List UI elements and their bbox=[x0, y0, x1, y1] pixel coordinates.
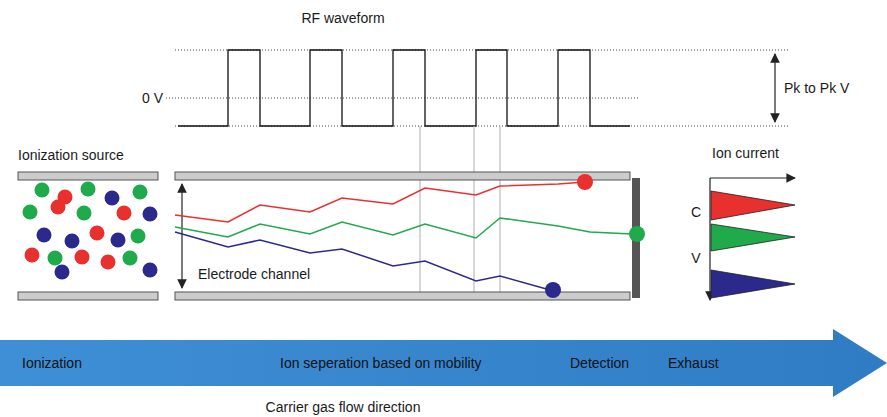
part-name: Ionization source bbox=[18, 147, 124, 163]
green-ion bbox=[629, 226, 645, 242]
pk-pk-arrow bbox=[774, 54, 775, 122]
cv-axis bbox=[709, 178, 710, 300]
timing-lines bbox=[420, 126, 500, 292]
axis-label: C bbox=[691, 204, 701, 220]
diagram-title: RF waveform bbox=[301, 10, 384, 26]
stage-label: Ionization bbox=[22, 355, 82, 371]
red-ion-path bbox=[175, 182, 585, 222]
current-axis bbox=[710, 177, 795, 178]
stage-label: Detection bbox=[570, 355, 629, 371]
ion-cloud bbox=[23, 182, 158, 280]
axis-label: Ion current bbox=[712, 145, 779, 161]
flow-arrow: Ionization Ion seperation based on mobili… bbox=[0, 328, 887, 398]
blue-ion-path bbox=[175, 232, 550, 290]
axis-label: 0 V bbox=[140, 90, 165, 106]
red-peak bbox=[711, 191, 795, 220]
channel-arrow bbox=[181, 184, 182, 288]
part-name: Electrode channel bbox=[196, 266, 312, 282]
stage-label: Exhaust bbox=[668, 355, 719, 371]
dimension-label: Pk to Pk V bbox=[784, 80, 849, 96]
rf-waveform bbox=[178, 50, 630, 126]
green-peak bbox=[711, 224, 795, 251]
caption-label: Carrier gas flow direction bbox=[266, 399, 421, 415]
green-ion-path bbox=[175, 218, 632, 238]
guide-lines bbox=[160, 50, 790, 126]
red-ion bbox=[577, 174, 593, 190]
axis-label: V bbox=[691, 250, 700, 266]
blue-ion bbox=[545, 282, 561, 298]
stage-label: Ion seperation based on mobility bbox=[280, 355, 482, 371]
electrode-plates bbox=[18, 172, 630, 300]
arrow-body bbox=[0, 329, 887, 397]
blue-peak bbox=[711, 270, 795, 298]
